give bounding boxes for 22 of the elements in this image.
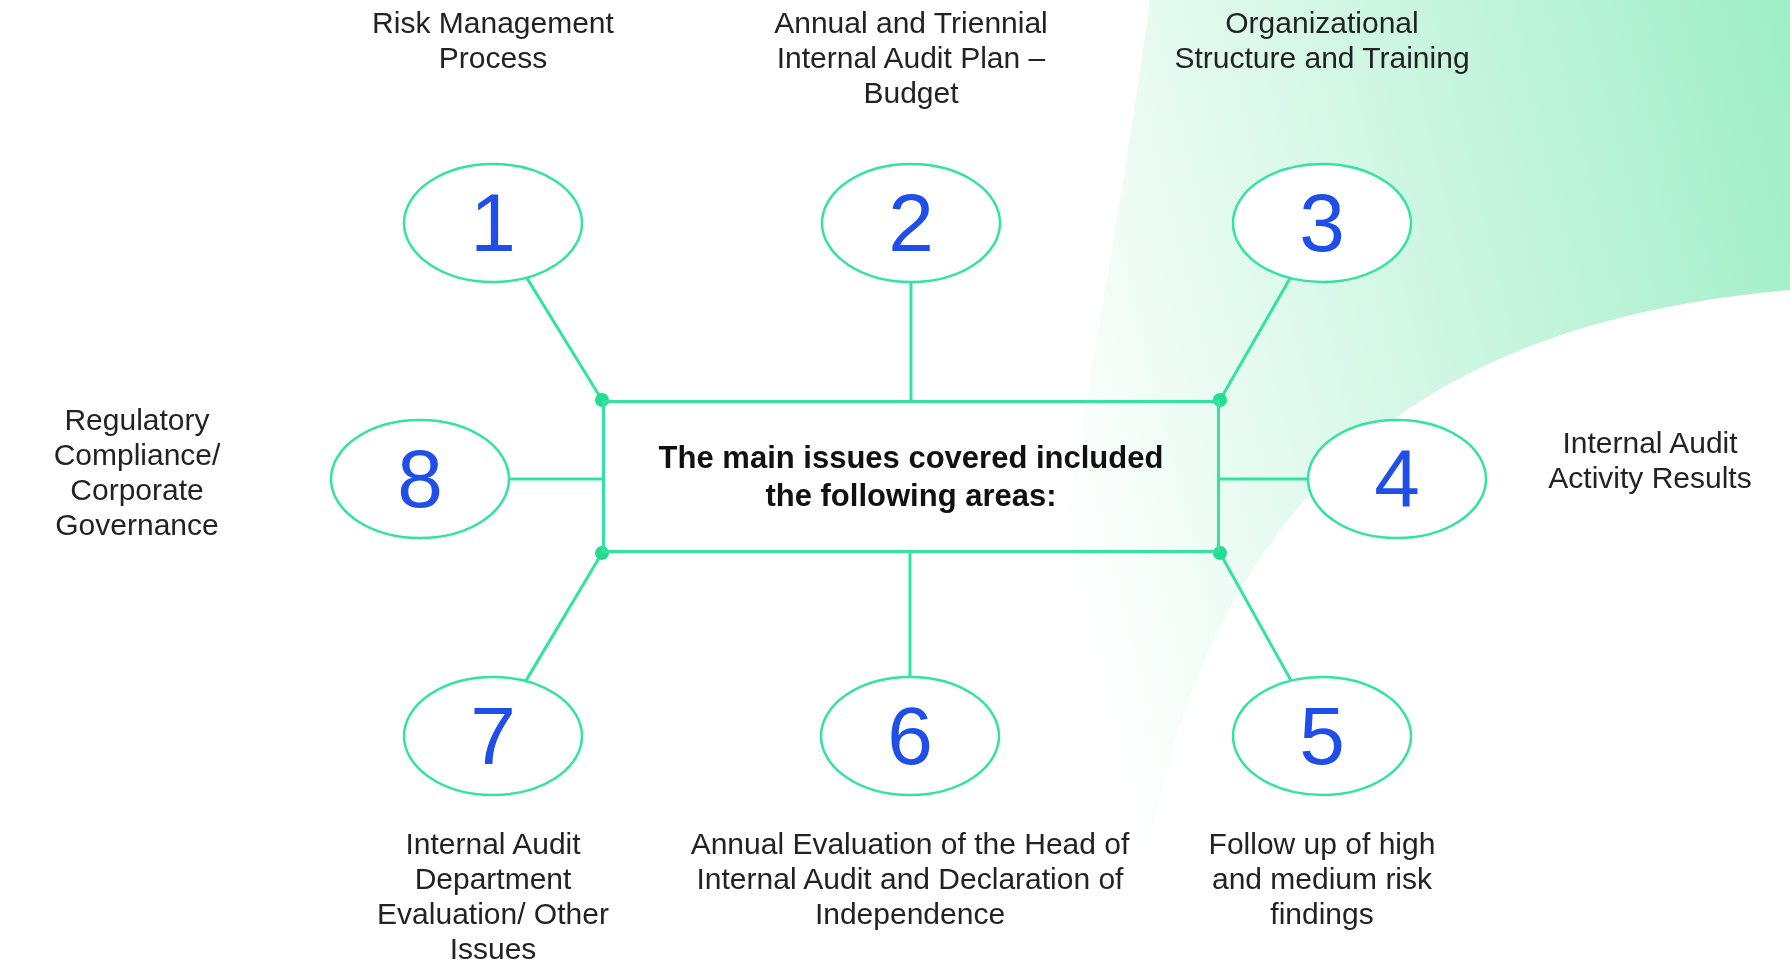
area-label: Organizational Structure and Training bbox=[1173, 5, 1471, 75]
area-label: Follow up of high and medium risk findings bbox=[1207, 826, 1437, 931]
area-label: Annual and Triennial Internal Audit Plan –Budget bbox=[773, 5, 1049, 110]
connector-line bbox=[909, 282, 913, 400]
area-label: Annual Evaluation of the Head of Internal Audit and Declaration of Independence bbox=[690, 826, 1130, 931]
area-label: Risk Management Process bbox=[371, 5, 615, 75]
connector-line bbox=[1220, 477, 1308, 481]
area-label: Regulatory Compliance/ Corporate Governance bbox=[52, 402, 222, 542]
area-label: Internal Audit Activity Results bbox=[1547, 425, 1753, 495]
heading-text: The main issues covered included the following areas: bbox=[657, 438, 1165, 515]
number-text: 4 bbox=[1374, 438, 1420, 520]
number-text: 5 bbox=[1299, 695, 1345, 777]
number-text: 6 bbox=[887, 695, 933, 777]
center-box bbox=[602, 400, 1220, 553]
area-label: Internal Audit Department Evaluation/ Other Issues bbox=[376, 826, 610, 966]
number-text: 1 bbox=[470, 182, 516, 264]
number-text: 8 bbox=[397, 438, 443, 520]
number-text: 3 bbox=[1299, 182, 1345, 264]
connector-line bbox=[509, 477, 602, 481]
number-text: 2 bbox=[888, 182, 934, 264]
number-text: 7 bbox=[470, 695, 516, 777]
connector-line bbox=[908, 553, 912, 677]
